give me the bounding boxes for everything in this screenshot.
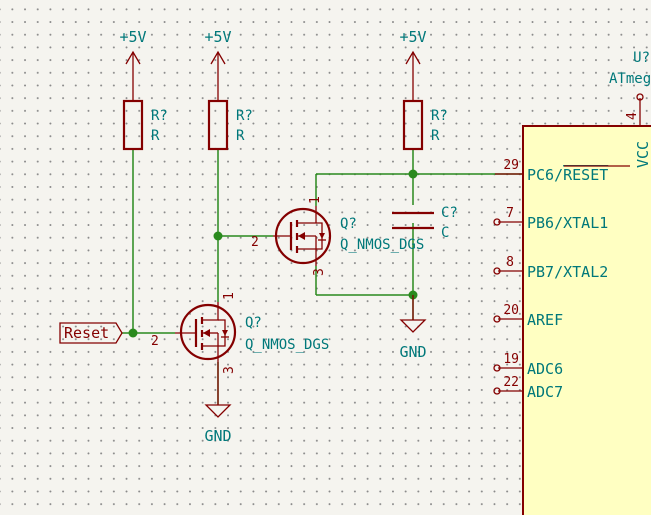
ic-pin-22[interactable]: 22 ADC7 xyxy=(493,375,563,401)
pin-endpoint xyxy=(493,315,501,323)
global-label-reset[interactable]: Reset xyxy=(59,322,123,344)
pin-number: 3 xyxy=(312,268,327,276)
mosfet-q1[interactable]: 1 2 3 Q? Q_NMOS_DGS xyxy=(151,292,329,374)
pin-number: 1 xyxy=(308,196,323,204)
global-label-text: Reset xyxy=(64,324,109,342)
pin-number: 1 xyxy=(222,292,237,300)
resistor-1[interactable]: R? R xyxy=(122,99,168,151)
ic-pin-20[interactable]: 20 AREF xyxy=(493,303,563,329)
wires xyxy=(122,150,523,405)
power-label: GND xyxy=(399,343,426,361)
pin-endpoint xyxy=(493,218,501,226)
ic-pin-7[interactable]: 7 PB6/XTAL1 xyxy=(493,206,608,232)
capacitor-ref: C? xyxy=(441,205,458,221)
resistor-2[interactable]: R? R xyxy=(207,99,253,151)
junction-dot xyxy=(213,231,223,241)
mosfet-value: Q_NMOS_DGS xyxy=(340,237,424,253)
resistor-ref: R? xyxy=(151,108,168,124)
ic-pin-19[interactable]: 19 ADC6 xyxy=(493,352,563,378)
mosfet-q2[interactable]: 1 2 3 Q? Q_NMOS_DGS xyxy=(251,196,424,276)
ic-pin-29[interactable]: 29 PC6/RESET xyxy=(495,158,630,184)
pin-endpoint xyxy=(493,364,501,372)
power-label: +5V xyxy=(204,28,231,46)
junction-dot xyxy=(408,169,418,179)
resistor-3[interactable]: R? R xyxy=(402,99,448,151)
power-label: +5V xyxy=(399,28,426,46)
power-label: +5V xyxy=(119,28,146,46)
pin-number: 4 xyxy=(625,112,640,120)
pin-number: 22 xyxy=(503,375,519,390)
power-label: GND xyxy=(204,427,231,445)
mosfet-value: Q_NMOS_DGS xyxy=(245,337,329,353)
resistor-value: R xyxy=(151,128,160,144)
pin-number: 2 xyxy=(151,334,159,349)
junction-dot xyxy=(128,328,138,338)
pin-number: 29 xyxy=(503,158,519,173)
pin-number: 19 xyxy=(503,352,519,367)
power-5v-2[interactable]: +5V xyxy=(204,28,232,100)
resistor-value: R xyxy=(236,128,245,144)
capacitor-value: C xyxy=(441,225,449,241)
pin-number: 8 xyxy=(506,255,514,270)
power-5v-1[interactable]: +5V xyxy=(119,28,147,100)
pin-number: 2 xyxy=(251,235,259,250)
pin-number: 3 xyxy=(222,366,237,374)
capacitor[interactable]: C? C xyxy=(392,205,458,241)
mosfet-ref: Q? xyxy=(340,216,357,232)
gnd-symbol-1[interactable]: GND xyxy=(399,295,427,361)
pin-endpoint xyxy=(493,387,501,395)
ic-ref: U? xyxy=(633,50,650,66)
pin-name: PB7/XTAL2 xyxy=(527,263,608,281)
pin-name: PB6/XTAL1 xyxy=(527,214,608,232)
mosfet-ref: Q? xyxy=(245,315,262,331)
pin-name: AREF xyxy=(527,311,563,329)
pin-name: VCC xyxy=(634,141,651,168)
pin-number: 7 xyxy=(506,206,514,221)
pin-endpoint xyxy=(636,93,644,101)
junctions xyxy=(128,169,418,338)
power-5v-3[interactable]: +5V xyxy=(399,28,427,100)
ic-pin-8[interactable]: 8 PB7/XTAL2 xyxy=(493,255,608,281)
gnd-symbol-2[interactable]: GND xyxy=(204,362,232,445)
pin-name: ADC7 xyxy=(527,383,563,401)
ic-value: ATmega8 xyxy=(609,71,651,87)
pin-name: ADC6 xyxy=(527,360,563,378)
resistor-value: R xyxy=(431,128,440,144)
pin-name: PC6/RESET xyxy=(527,166,608,184)
resistor-ref: R? xyxy=(431,108,448,124)
resistor-ref: R? xyxy=(236,108,253,124)
pin-endpoint xyxy=(493,267,501,275)
pin-number: 20 xyxy=(503,303,519,318)
ic-atmega8[interactable]: U? ATmega8 4 VCC 29 PC6/RESET 7 PB6/XTAL… xyxy=(493,50,651,515)
